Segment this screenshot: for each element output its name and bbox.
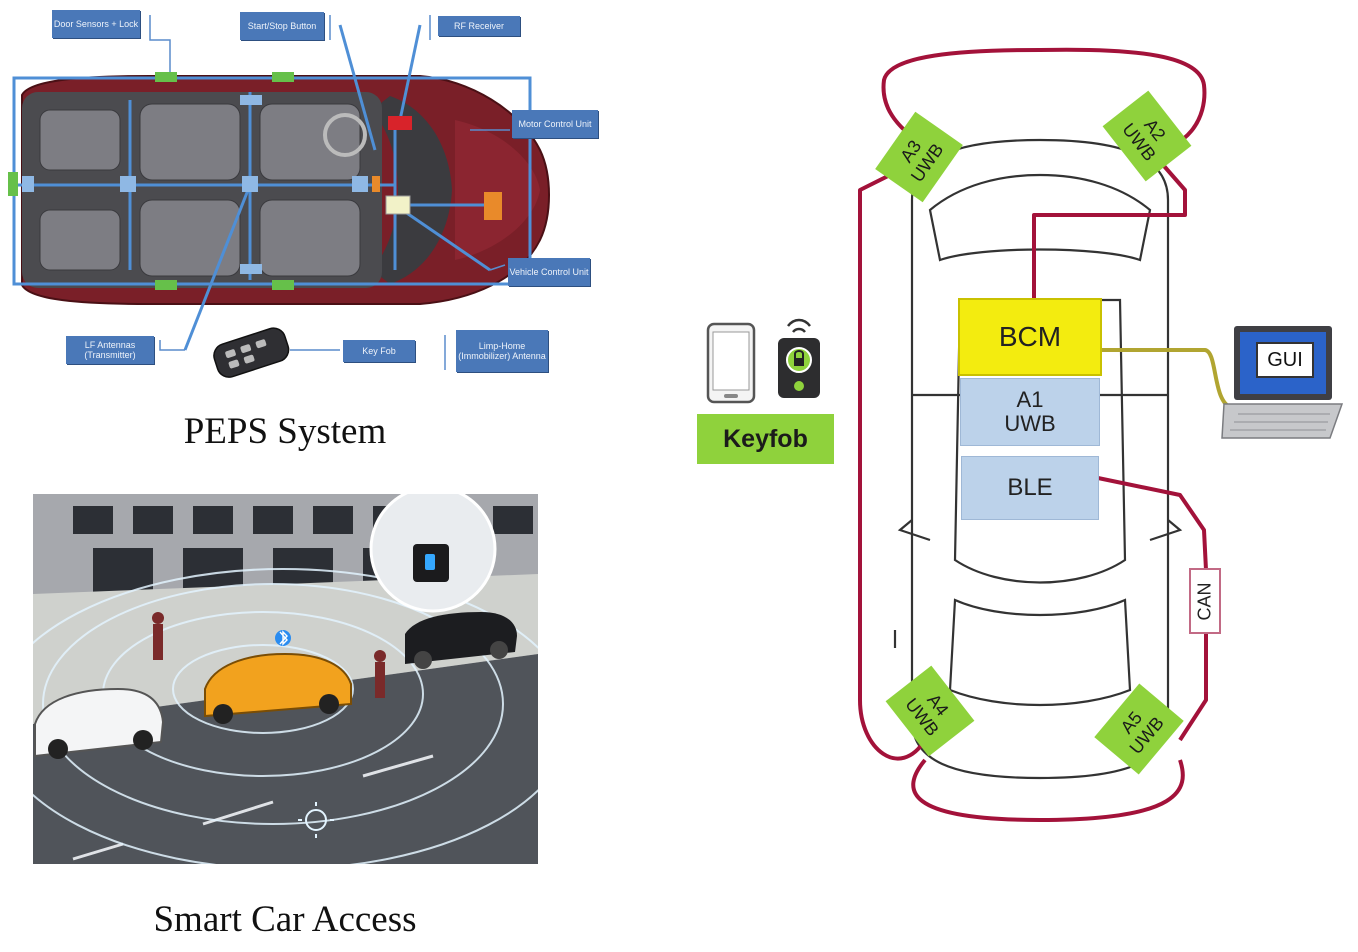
keyfob-label: Keyfob [697,414,834,464]
label-rf-receiver: RF Receiver [438,16,520,36]
label-lf-antennas: LF Antennas (Transmitter) [66,336,154,364]
lamp-icon [298,802,334,838]
label-key-fob: Key Fob [343,340,415,362]
peps-car-illustration [8,15,550,378]
peps-system-panel: Door Sensors + Lock Start/Stop Button RF… [0,0,610,460]
bcm-label: BCM [998,321,1062,352]
smart-access-caption: Smart Car Access [153,899,417,940]
label-start-stop: Start/Stop Button [240,12,324,40]
label-vehicle-control: Vehicle Control Unit [508,258,590,286]
smart-access-panel: Smart Car Access [0,480,610,952]
can-bus-label: CAN [1189,568,1221,634]
a1-label-line2: UWB [1004,411,1056,436]
smart-access-illustration [33,494,538,864]
gui-label: GUI [1256,342,1314,378]
bluetooth-icon [275,630,291,646]
a1-label-line1: A1 [1016,387,1044,412]
remote-keyfob-icon [778,318,820,398]
a1-uwb-module: A1 UWB [960,378,1100,446]
label-door-sensors: Door Sensors + Lock [52,10,140,38]
can-bus-text: CAN [1194,581,1215,621]
key-fob-icon [213,327,290,378]
ble-label: BLE [1007,474,1053,501]
uwb-diagram-panel: Keyfob BCM A1 UWB BLE A2 UWB A3 UWB A4 U… [690,0,1358,952]
label-motor-control: Motor Control Unit [512,110,598,138]
laptop-icon [1221,326,1344,439]
bcm-module: BCM [958,298,1102,376]
peps-caption: PEPS System [183,411,387,452]
label-limp-home: Limp-Home (Immobilizer) Antenna [456,330,548,372]
phone-icon [706,322,756,404]
ble-module: BLE [961,456,1099,520]
